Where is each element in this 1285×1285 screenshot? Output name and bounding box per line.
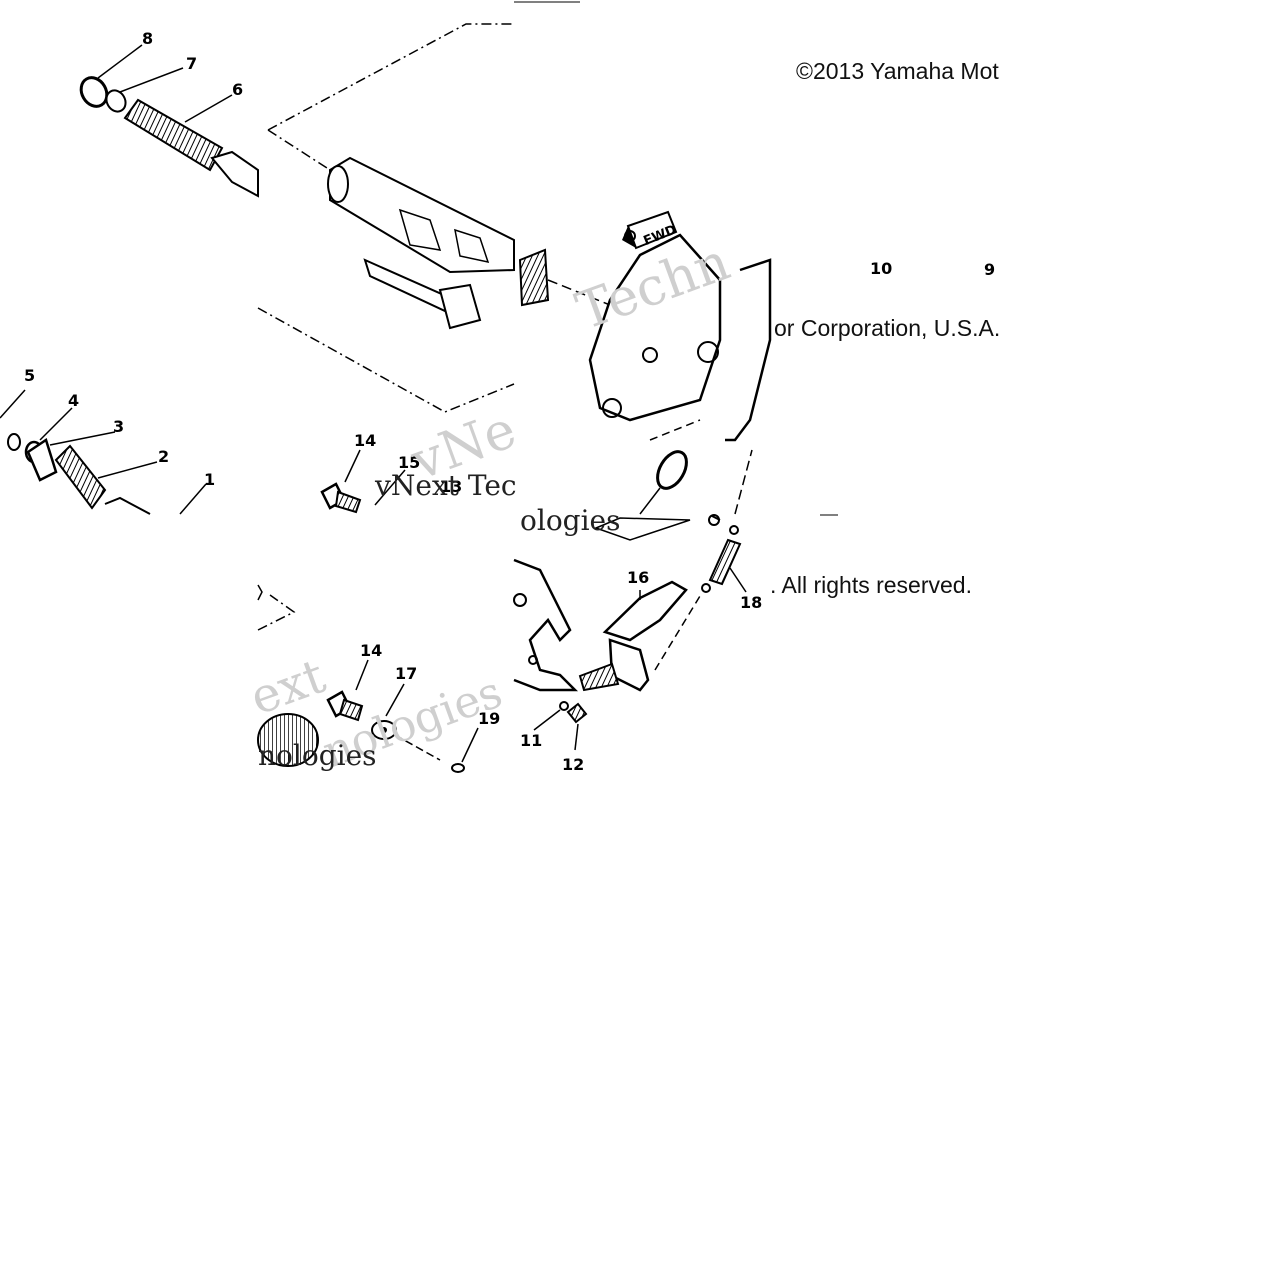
callout-2: 2	[158, 447, 169, 466]
callout-15: 15	[398, 453, 420, 472]
lower-middle-tile: 14 17 19	[257, 584, 500, 773]
cylinder-body	[329, 156, 515, 274]
grill-cover	[257, 713, 319, 767]
rod-end	[518, 248, 550, 307]
spring-part-18	[708, 538, 742, 586]
watermark-layer: Techn vNe vNext Tec ologies ext nologies…	[243, 232, 738, 778]
spring-part-12	[566, 702, 588, 724]
middle-center-tile: 14 15 13	[320, 431, 462, 514]
callout-18: 18	[740, 593, 762, 612]
snap-ring-part-8	[79, 76, 109, 108]
copyright-line-1: ©2013 Yamaha Mot	[796, 58, 999, 84]
bracket-plate	[588, 233, 722, 422]
callout-4: 4	[68, 391, 79, 410]
housing-outline	[513, 558, 579, 692]
callout-19: 19	[478, 709, 500, 728]
callout-5: 5	[24, 366, 35, 385]
top-middle-tile	[257, 23, 515, 413]
top-left-tile: 8 7 6	[79, 29, 259, 198]
bolt-thread-14	[334, 490, 362, 514]
callout-14-bottom: 14	[360, 641, 382, 660]
collar-part-3	[26, 438, 58, 482]
callout-6: 6	[232, 80, 243, 99]
callout-1: 1	[204, 470, 215, 489]
callout-11: 11	[520, 731, 542, 750]
middle-left-tile: 5 4 3 2 1	[0, 366, 215, 515]
ball-part-11	[559, 701, 569, 711]
callout-10: 10	[870, 259, 892, 278]
shaft-end	[210, 150, 259, 198]
callout-7: 7	[186, 54, 197, 73]
callout-16: 16	[627, 568, 649, 587]
copyright-line-2: or Corporation, U.S.A.	[774, 315, 1001, 341]
lever-part-16	[602, 580, 688, 642]
watermark-d: nologies	[258, 739, 377, 772]
washer-part-7	[105, 89, 127, 113]
watermark-g: ologies	[520, 504, 621, 537]
callout-9: 9	[984, 260, 995, 279]
callout-13: 13	[440, 477, 462, 496]
bushing	[656, 450, 688, 490]
callout-14-top: 14	[354, 431, 376, 450]
callout-17: 17	[395, 664, 417, 683]
top-right-tile: FWD	[514, 1, 772, 515]
callout-8: 8	[142, 29, 153, 48]
spring-part-6	[123, 98, 224, 172]
lower-right-tile: 16 18 11 12	[513, 514, 762, 774]
watermark-e: ext	[243, 648, 332, 726]
spring-part-2	[54, 444, 107, 510]
callout-3: 3	[113, 417, 124, 436]
callout-12: 12	[562, 755, 584, 774]
watermark-c: vNext Tec	[374, 469, 517, 502]
copyright-line-3: . All rights reserved.	[770, 572, 972, 598]
